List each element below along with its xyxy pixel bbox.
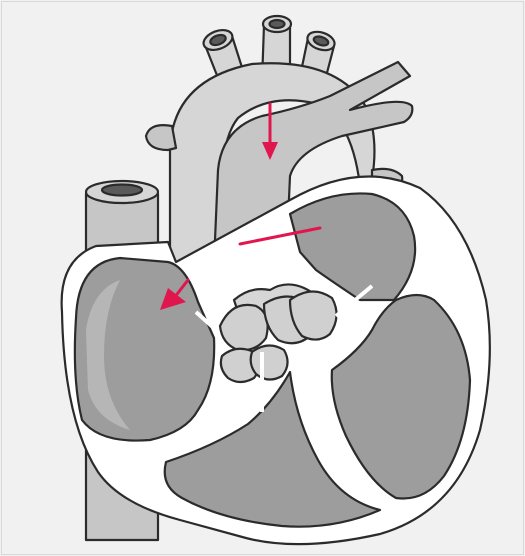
heart-diagram [0, 0, 525, 556]
